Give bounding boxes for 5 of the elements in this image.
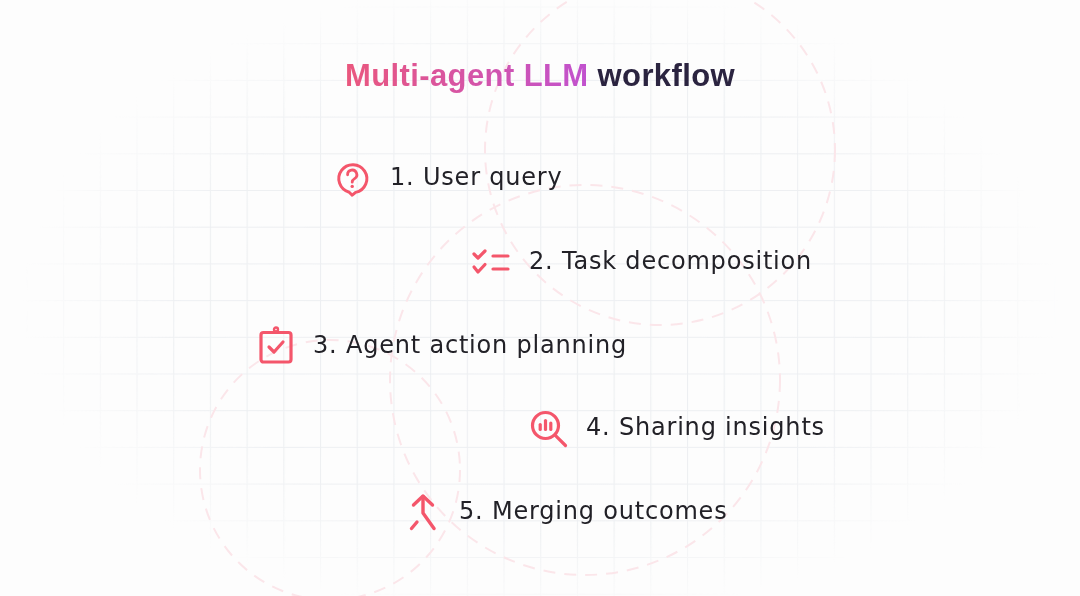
step-text: 4. Sharing insights [586,412,825,442]
step-text: 1. User query [390,163,563,193]
step-text: 5. Merging outcomes [459,496,728,526]
step-text: 3. Agent action planning [313,331,628,361]
step-text: 2. Task decomposition [529,246,813,276]
